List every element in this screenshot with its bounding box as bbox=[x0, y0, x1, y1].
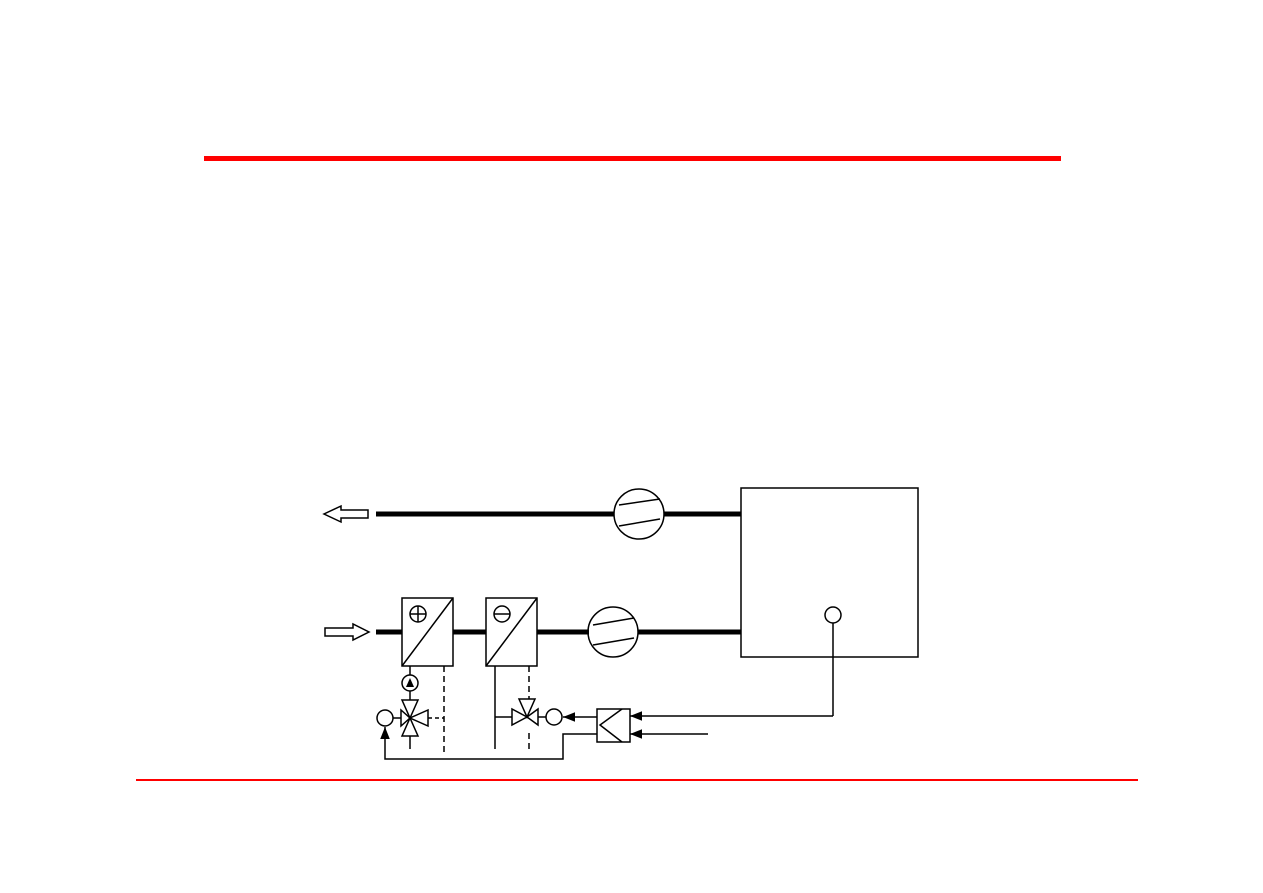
heating-control-line bbox=[380, 727, 597, 760]
supply-arrow-icon bbox=[324, 622, 371, 642]
heating-coil-icon bbox=[401, 597, 454, 667]
footer-rule bbox=[136, 779, 1138, 781]
heating-valve-icon bbox=[400, 699, 429, 737]
room-box bbox=[740, 487, 919, 658]
cooling-coil-icon bbox=[485, 597, 538, 667]
supply-fan-icon bbox=[587, 606, 639, 658]
cooling-actuator-icon bbox=[545, 708, 563, 726]
controller-icon bbox=[596, 708, 631, 743]
cooling-valve-icon bbox=[511, 698, 539, 727]
heating-actuator-icon bbox=[376, 709, 394, 727]
exhaust-arrow-icon bbox=[322, 504, 369, 524]
exhaust-fan-icon bbox=[613, 488, 665, 540]
title-underline-rule bbox=[204, 156, 1061, 161]
room-sensor-icon bbox=[824, 606, 842, 624]
heating-pump-icon bbox=[401, 674, 419, 692]
